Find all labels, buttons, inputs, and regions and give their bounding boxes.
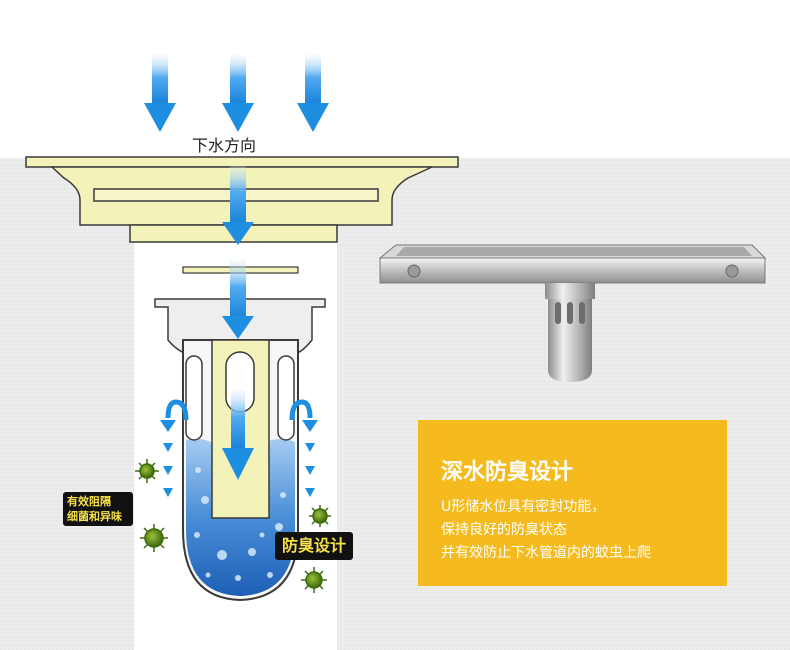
flow-direction-label: 下水方向 [192, 136, 257, 155]
arrow-down-icon [144, 55, 176, 132]
arrow-down-icon [297, 55, 329, 132]
floor-drain-product [378, 244, 767, 382]
arrow-down-icon [160, 420, 318, 497]
feature-panel-line: 并有效防止下水管道内的蚊虫上爬 [441, 545, 651, 561]
bacteria-icon [135, 459, 331, 593]
feature-panel-title: 深水防臭设计 [441, 460, 574, 485]
barrier-badge-line1: 有效阻隔 [67, 495, 111, 508]
curved-arrow-icon [165, 399, 313, 421]
water-bubble-icon [194, 467, 286, 581]
anti-odor-badge: 防臭设计 [275, 532, 354, 560]
barrier-badge-line2: 细菌和异味 [67, 510, 122, 523]
barrier-badge: 有效阻隔 细菌和异味 [63, 492, 133, 526]
feature-panel-line: 保持良好的防臭状态 [441, 522, 567, 538]
feature-panel [418, 420, 727, 586]
arrow-down-icon [222, 165, 254, 480]
arrow-down-icon [222, 55, 254, 132]
feature-panel-line: U形储水位具有密封功能， [441, 499, 606, 515]
